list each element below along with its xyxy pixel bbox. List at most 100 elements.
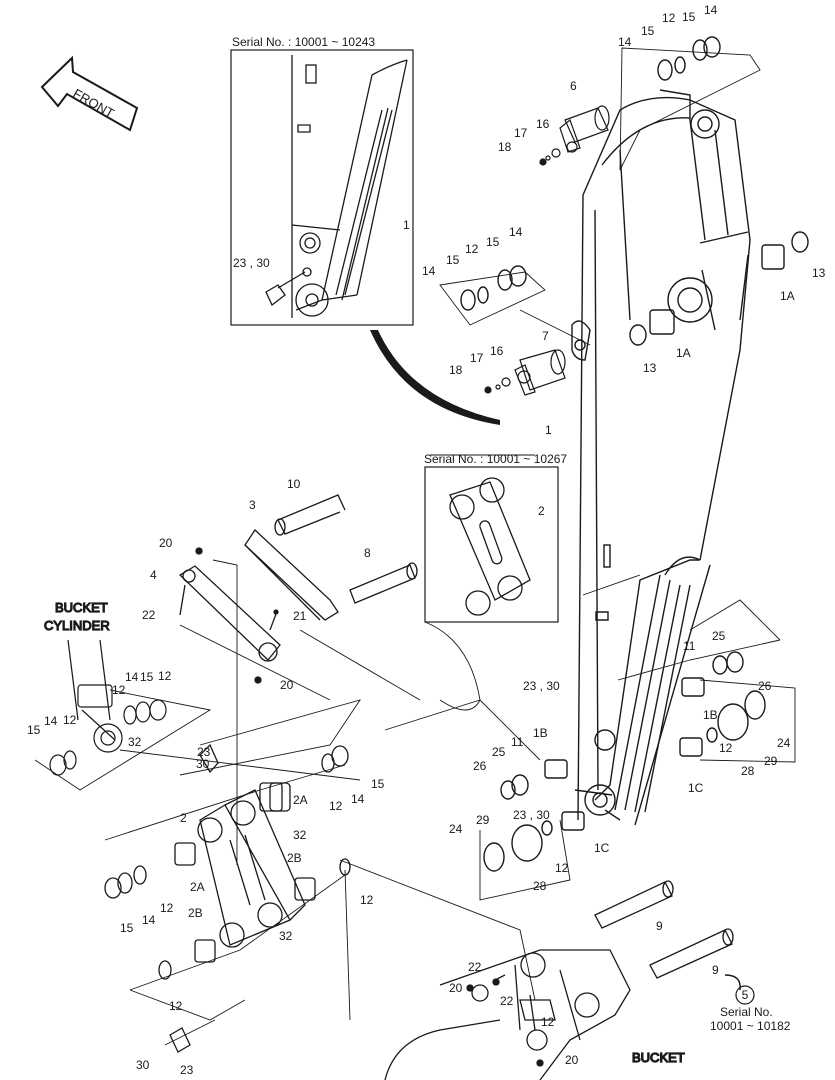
pin-6	[539, 105, 610, 166]
callout-label: 32	[128, 735, 142, 749]
callout-label: 15	[446, 253, 460, 267]
callout-label: 21	[293, 609, 307, 623]
serial-ref-badge: 5	[742, 988, 749, 1002]
callout-label: 7	[542, 329, 549, 343]
callout-label: 12	[160, 901, 174, 915]
callout-label: 12	[662, 11, 676, 25]
callout-label: 20	[449, 981, 463, 995]
arm-assembly	[571, 89, 751, 826]
callout-label: 6	[570, 79, 577, 93]
callout-label: 2B	[287, 851, 302, 865]
callout-label: 28	[741, 764, 755, 778]
callout-label: 17	[470, 351, 484, 365]
callout-label: 23 , 30	[233, 256, 270, 270]
inset-pointer-1	[370, 330, 500, 425]
callout-label: 3	[249, 498, 256, 512]
callout-label: 1A	[676, 346, 691, 360]
callout-label: 14	[351, 792, 365, 806]
callout-label: 26	[473, 759, 487, 773]
callout-label: 23 , 30	[513, 808, 550, 822]
callout-label: 12	[63, 713, 77, 727]
callout-label: 1C	[688, 781, 704, 795]
callout-label: 2	[538, 504, 545, 518]
callout-label: 14	[44, 714, 58, 728]
front-arrow: FRONT	[40, 55, 139, 132]
callout-label: 32	[293, 828, 307, 842]
bucket: BUCKET	[384, 949, 685, 1080]
callout-label: 14	[704, 3, 718, 17]
callout-label: 15	[641, 24, 655, 38]
callout-label: 20	[159, 536, 173, 550]
callout-label: 12	[360, 893, 374, 907]
callout-label: 9	[712, 963, 719, 977]
callout-label: 24	[777, 736, 791, 750]
callout-label: 15	[486, 235, 500, 249]
callout-label: 12	[169, 999, 183, 1013]
guide-lines	[430, 47, 796, 901]
pin-7	[484, 349, 566, 396]
callout-label: 13	[812, 266, 826, 280]
callout-label: 14	[509, 225, 523, 239]
callout-label: 22	[468, 960, 482, 974]
callout-label: 24	[449, 822, 463, 836]
callout-label: 12	[112, 683, 126, 697]
link-assembly	[178, 494, 418, 684]
callout-label: 26	[758, 679, 772, 693]
inset-serial-1: Serial No. : 10001 ~ 10243	[232, 35, 375, 49]
callout-label: 4	[150, 568, 157, 582]
callout-label: 30	[196, 757, 210, 771]
callout-label: 23	[197, 745, 211, 759]
callout-label: 12	[465, 242, 479, 256]
callout-label: 12	[541, 1015, 555, 1029]
callout-label: 11	[683, 639, 696, 653]
inset-serial-2: Serial No. : 10001 ~ 10267	[424, 452, 567, 466]
callout-label: 22	[500, 994, 514, 1008]
callout-label: 1B	[703, 708, 718, 722]
callout-label: 18	[449, 363, 463, 377]
callout-label: 1	[545, 423, 552, 437]
callout-label: 14	[618, 35, 632, 49]
serial-ref-line1: Serial No.	[720, 1005, 773, 1019]
inset-box-2: Serial No. : 10001 ~ 10267	[424, 452, 567, 623]
inset-pointer-2	[424, 621, 481, 711]
callout-label: 11	[511, 735, 524, 749]
callout-label: 15	[371, 777, 385, 791]
callout-label: 16	[490, 344, 504, 358]
callout-label: 30	[136, 1058, 150, 1072]
callout-label: 14	[422, 264, 436, 278]
callout-label: 25	[712, 629, 726, 643]
callout-label: 12	[719, 741, 733, 755]
callout-label: 1C	[594, 841, 610, 855]
callout-label: 29	[764, 754, 778, 768]
callout-label: 28	[533, 879, 547, 893]
callout-label: 1A	[780, 289, 795, 303]
callout-label: 18	[498, 140, 512, 154]
shim-rings	[460, 36, 809, 872]
callout-label: 15	[120, 921, 134, 935]
callout-label: 25	[492, 745, 506, 759]
callout-label: 12	[329, 799, 343, 813]
callout-label: 2	[180, 811, 187, 825]
callout-label: 29	[476, 813, 490, 827]
callout-label: 2A	[190, 880, 205, 894]
callout-label: 2A	[293, 793, 308, 807]
callout-label: 23	[180, 1063, 194, 1077]
callout-label: 1	[403, 218, 410, 232]
callout-label: 12	[158, 669, 172, 683]
serial-ref-line2: 10001 ~ 10182	[710, 1019, 791, 1033]
callout-label: 2B	[188, 906, 203, 920]
callout-label: 14	[142, 913, 156, 927]
bucket-cylinder-label-1: BUCKET	[55, 600, 108, 615]
callout-label: 9	[656, 919, 663, 933]
callout-label: 1B	[533, 726, 548, 740]
callout-label: 16	[536, 117, 550, 131]
callout-label: 17	[514, 126, 528, 140]
callout-label: 12	[555, 861, 569, 875]
callout-label: 15	[140, 670, 154, 684]
bucket-cylinder-label-2: CYLINDER	[44, 618, 110, 633]
inset-box-1: Serial No. : 10001 ~ 10243	[230, 35, 414, 326]
callout-label: 15	[27, 723, 41, 737]
callout-label: 15	[682, 10, 696, 24]
